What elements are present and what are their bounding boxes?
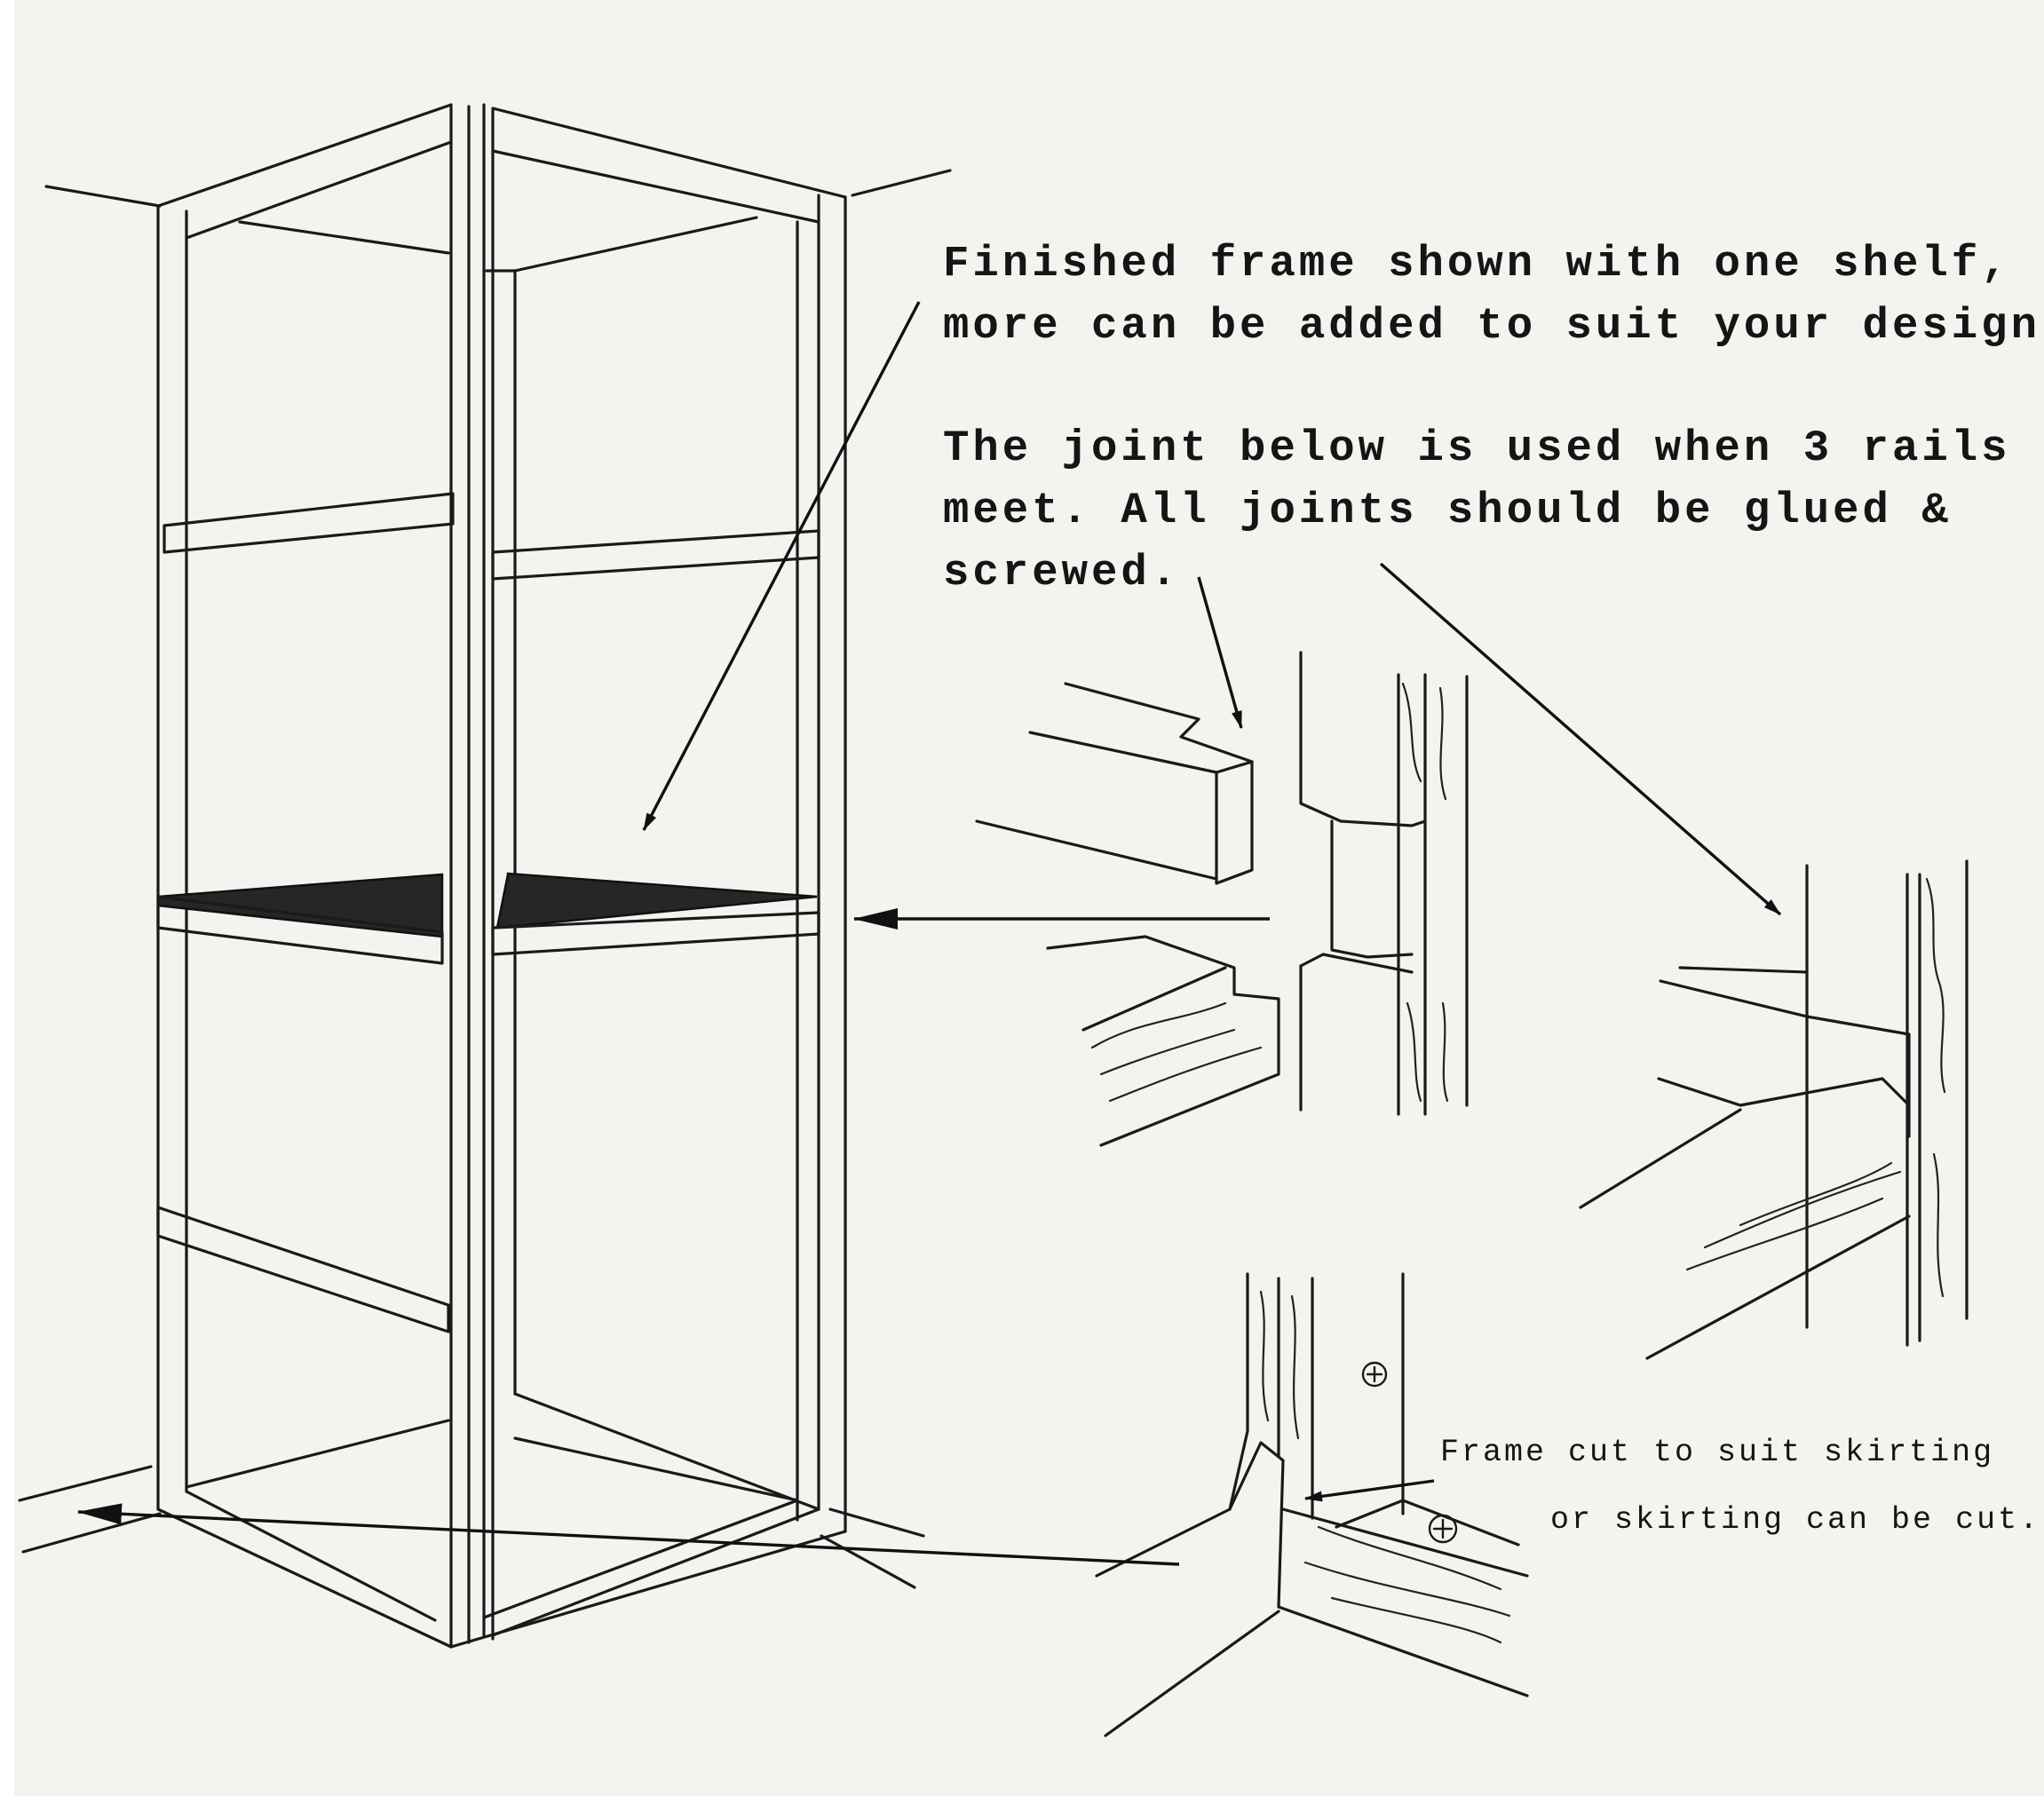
shelf-frame — [156, 103, 847, 1649]
screw-head-icon — [1361, 1361, 1388, 1388]
arrow-to-joint-assembled — [1379, 562, 1782, 916]
note-three-rail-joint: The joint below is used when 3 rails mee… — [943, 423, 2011, 597]
room-walls — [18, 169, 952, 1589]
paper-margin — [0, 0, 14, 1796]
arrow-to-shelf — [642, 301, 921, 831]
joint-detail-assembled — [1579, 859, 1969, 1360]
arrow-to-frame-base — [77, 1503, 1180, 1566]
arrow-to-joint-exploded — [1197, 576, 1243, 729]
arrow-to-skirting — [1304, 1479, 1435, 1502]
note-skirting-line-1: Frame cut to suit skirting — [1440, 1435, 1995, 1470]
skirting-detail — [1095, 1272, 1529, 1737]
screw-head-icon — [1428, 1514, 1458, 1544]
note-skirting-line-2: or skirting can be cut. — [1550, 1502, 2041, 1538]
note-finished-frame: Finished frame shown with one shelf, mor… — [943, 239, 2044, 351]
joint-detail-exploded — [975, 651, 1469, 1147]
leader-arrows — [77, 301, 1782, 1566]
